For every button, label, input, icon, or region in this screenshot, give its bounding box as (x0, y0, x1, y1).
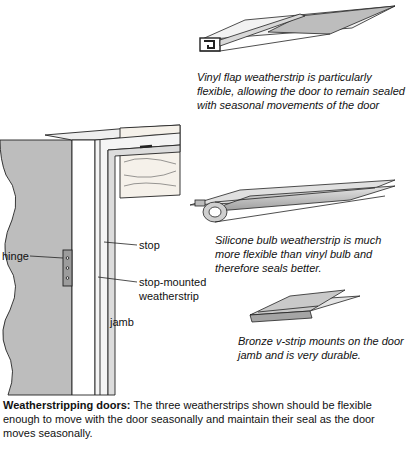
note: Bronze v-strip mounts on the door jamb a… (238, 334, 406, 362)
part-label: stop (139, 238, 179, 252)
part-label: stop-mounted weatherstrip (139, 275, 209, 303)
note: Silicone bulb weatherstrip is much more … (215, 233, 400, 275)
part-label: jamb (110, 315, 150, 329)
vinyl-flap-strip (200, 6, 395, 51)
caption: Weatherstripping doors: The three weathe… (3, 398, 403, 440)
silicone-bulb-strip (190, 180, 395, 222)
part-label: hinge (2, 249, 42, 263)
leader-line (30, 242, 137, 282)
bronze-v-strip (250, 290, 360, 322)
note: Vinyl flap weatherstrip is particularly … (197, 70, 407, 112)
door-frame (0, 125, 180, 395)
caption-title: Weatherstripping doors: (3, 399, 131, 411)
